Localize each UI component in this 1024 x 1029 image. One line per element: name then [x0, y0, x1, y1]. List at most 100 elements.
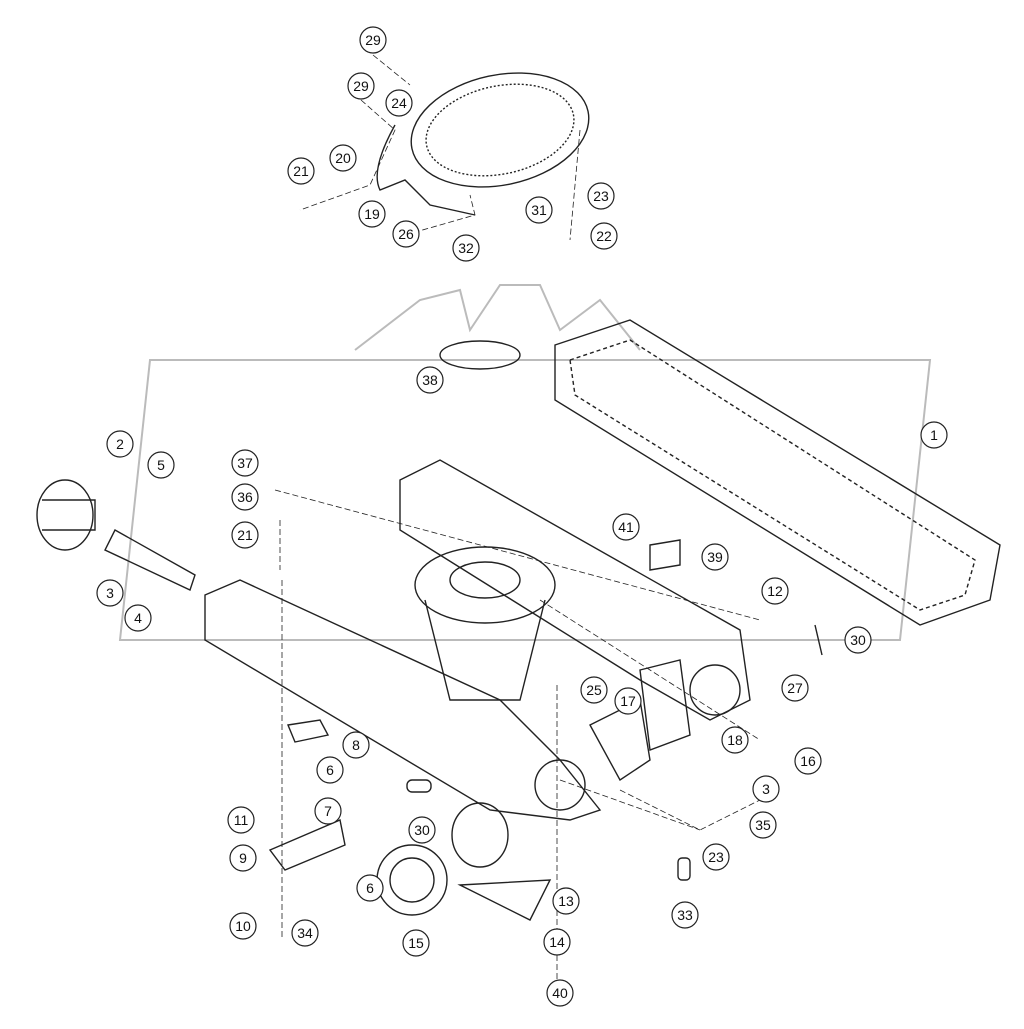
callout-circle	[781, 674, 809, 702]
callout-number: 23	[708, 849, 724, 865]
callout-circle	[721, 726, 749, 754]
callout-31: 31	[525, 196, 553, 224]
callout-number: 29	[353, 78, 369, 94]
callout-circle	[761, 577, 789, 605]
callout-10: 10	[229, 912, 257, 940]
callout-40: 40	[546, 979, 574, 1007]
callout-29: 29	[347, 72, 375, 100]
callout-circle	[590, 222, 618, 250]
callout-26: 26	[392, 220, 420, 248]
callout-23: 23	[587, 182, 615, 210]
callout-5: 5	[147, 451, 175, 479]
callout-circle	[231, 483, 259, 511]
callout-number: 9	[239, 850, 247, 866]
callout-circle	[124, 604, 152, 632]
callout-circle	[752, 775, 780, 803]
callout-15: 15	[402, 929, 430, 957]
callout-circle	[844, 626, 872, 654]
callout-circle	[920, 421, 948, 449]
callout-19: 19	[358, 200, 386, 228]
callout-number: 7	[324, 803, 332, 819]
callout-30: 30	[844, 626, 872, 654]
callout-circle	[452, 234, 480, 262]
callout-circle	[359, 26, 387, 54]
callout-29: 29	[359, 26, 387, 54]
callout-number: 3	[762, 781, 770, 797]
callout-20: 20	[329, 144, 357, 172]
orex-watermark	[118, 284, 932, 641]
callout-number: 21	[237, 527, 253, 543]
callout-number: 22	[596, 228, 612, 244]
callout-circle	[385, 89, 413, 117]
callout-circle	[231, 449, 259, 477]
callout-number: 4	[134, 610, 142, 626]
callout-circle	[701, 543, 729, 571]
callout-4: 4	[124, 604, 152, 632]
callout-number: 32	[458, 240, 474, 256]
callout-18: 18	[721, 726, 749, 754]
callout-circle	[342, 731, 370, 759]
callout-circle	[347, 72, 375, 100]
callout-number: 25	[586, 682, 602, 698]
callout-circle	[702, 843, 730, 871]
callout-number: 30	[414, 822, 430, 838]
callout-12: 12	[761, 577, 789, 605]
callout-number: 10	[235, 918, 251, 934]
callout-number: 27	[787, 680, 803, 696]
callout-number: 40	[552, 985, 568, 1001]
callout-number: 30	[850, 632, 866, 648]
callout-circle	[314, 797, 342, 825]
callout-number: 17	[620, 693, 636, 709]
callout-circle	[392, 220, 420, 248]
callout-number: 5	[157, 457, 165, 473]
callout-circle	[227, 806, 255, 834]
callout-number: 29	[365, 32, 381, 48]
callout-circle	[546, 979, 574, 1007]
callout-circle	[231, 521, 259, 549]
callout-circle	[671, 901, 699, 929]
callout-circle	[587, 182, 615, 210]
callout-number: 23	[593, 188, 609, 204]
callout-23: 23	[702, 843, 730, 871]
callout-circle	[408, 816, 436, 844]
rubber-track	[554, 319, 1001, 626]
callout-circle	[316, 756, 344, 784]
callout-circle	[358, 200, 386, 228]
idler	[36, 479, 196, 591]
callout-circle	[614, 687, 642, 715]
callout-number: 39	[707, 549, 723, 565]
callout-number: 26	[398, 226, 414, 242]
callout-6: 6	[356, 874, 384, 902]
callout-number: 41	[618, 519, 634, 535]
callout-30: 30	[408, 816, 436, 844]
callout-circle	[96, 579, 124, 607]
track-frame	[204, 459, 751, 821]
callout-number: 15	[408, 935, 424, 951]
callout-3: 3	[752, 775, 780, 803]
callout-41: 41	[612, 513, 640, 541]
callout-8: 8	[342, 731, 370, 759]
callout-3: 3	[96, 579, 124, 607]
callout-number: 37	[237, 455, 253, 471]
callout-number: 2	[116, 436, 124, 452]
callout-6: 6	[316, 756, 344, 784]
callout-circle	[794, 747, 822, 775]
callout-32: 32	[452, 234, 480, 262]
callout-circle	[356, 874, 384, 902]
callout-number: 13	[558, 893, 574, 909]
leader-lines	[274, 54, 761, 1000]
callout-number: 6	[366, 880, 374, 896]
callout-circle	[106, 430, 134, 458]
callout-number: 14	[549, 934, 565, 950]
callout-24: 24	[385, 89, 413, 117]
callout-number: 31	[531, 202, 547, 218]
callout-number: 18	[727, 732, 743, 748]
callout-34: 34	[291, 919, 319, 947]
callout-number: 3	[106, 585, 114, 601]
callout-14: 14	[543, 928, 571, 956]
callout-circle	[287, 157, 315, 185]
callout-37: 37	[231, 449, 259, 477]
callout-21: 21	[287, 157, 315, 185]
